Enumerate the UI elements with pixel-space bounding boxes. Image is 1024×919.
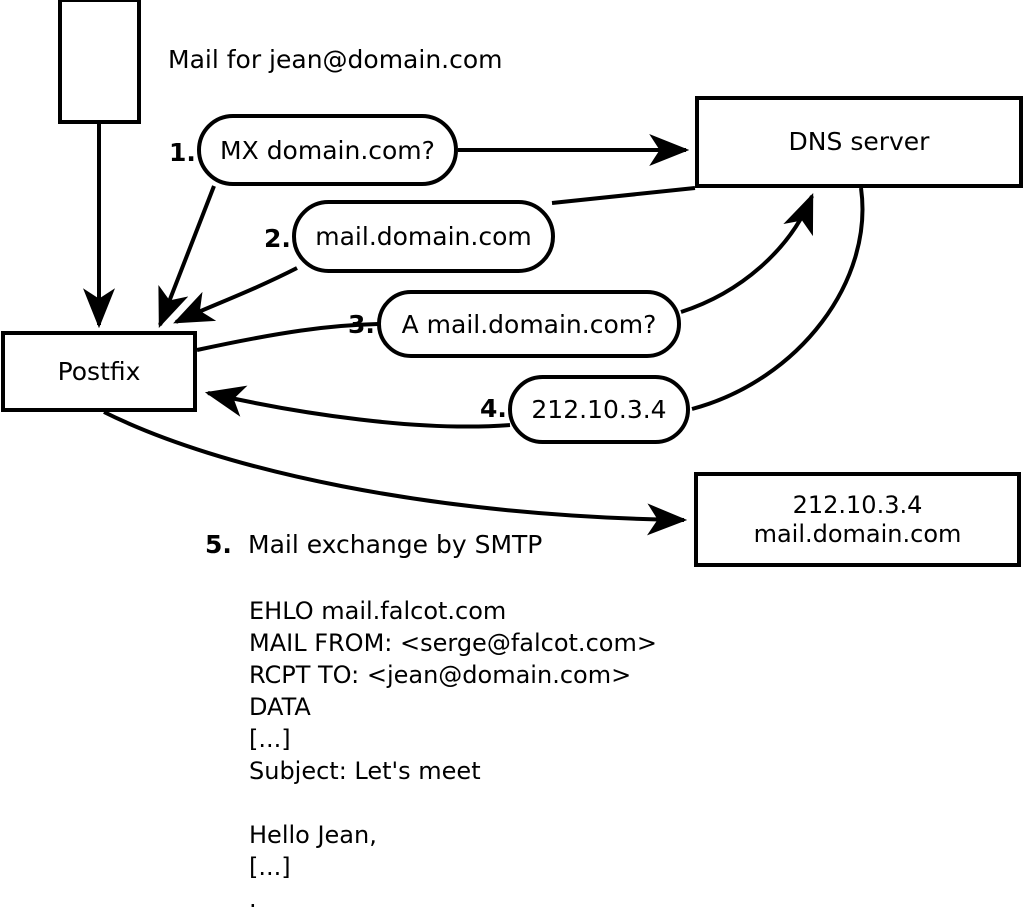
smtp-transcript-line: MAIL FROM: <serge@falcot.com> — [249, 629, 657, 657]
smtp-transcript-line: DATA — [249, 693, 311, 721]
node-dns-server[interactable]: DNS server — [695, 96, 1023, 188]
step-number-3: 3. — [348, 310, 375, 339]
message-bubble-mx-query-label: MX domain.com? — [220, 135, 435, 165]
smtp-transcript-line: [...] — [249, 725, 291, 753]
node-postfix-label: Postfix — [57, 356, 141, 386]
smtp-transcript-line: RCPT TO: <jean@domain.com> — [249, 661, 632, 689]
message-bubble-a-query-label: A mail.domain.com? — [401, 309, 657, 339]
node-dns-server-label: DNS server — [788, 127, 930, 157]
message-bubble-a-answer[interactable]: 212.10.3.4 — [508, 375, 690, 444]
step-number-1: 1. — [169, 138, 196, 167]
arrow-postfix-to-step3 — [196, 322, 379, 352]
message-bubble-mx-answer[interactable]: mail.domain.com — [292, 200, 555, 273]
arrow-step2-to-postfix — [173, 266, 298, 324]
arrow-dns-to-step4 — [691, 187, 865, 411]
node-client-mailbox[interactable] — [58, 0, 141, 124]
arrow-postfix-to-step1 — [158, 185, 216, 328]
message-bubble-mx-answer-label: mail.domain.com — [315, 222, 532, 251]
step-number-5: 5. — [205, 530, 232, 559]
step-5-label: Mail exchange by SMTP — [248, 530, 543, 559]
smtp-transcript-line: EHLO mail.falcot.com — [249, 597, 507, 625]
node-postfix[interactable]: Postfix — [1, 331, 197, 412]
message-bubble-a-answer-label: 212.10.3.4 — [531, 395, 667, 424]
smtp-transcript-line: . — [249, 885, 257, 913]
node-mail-server-hostname: mail.domain.com — [753, 519, 962, 548]
node-mail-server[interactable]: 212.10.3.4 mail.domain.com — [694, 472, 1021, 567]
message-bubble-a-query[interactable]: A mail.domain.com? — [377, 290, 681, 358]
smtp-transcript-line: Hello Jean, — [249, 821, 377, 849]
node-mail-server-ip: 212.10.3.4 — [792, 491, 923, 520]
node-mail-server-lines: 212.10.3.4 mail.domain.com — [754, 491, 962, 548]
step-number-2: 2. — [264, 224, 291, 253]
arrow-step3-to-dns — [680, 193, 814, 314]
arrow-postfix-to-mailserver — [103, 410, 688, 536]
smtp-transcript-line: Subject: Let's meet — [249, 757, 481, 785]
smtp-transcript-line: [...] — [249, 853, 291, 881]
step-number-4: 4. — [480, 394, 507, 423]
arrow-dns-to-step2 — [551, 186, 696, 205]
arrow-step4-to-postfix — [204, 385, 511, 429]
smtp-transcript-line — [249, 787, 657, 819]
message-bubble-mx-query[interactable]: MX domain.com? — [197, 114, 458, 186]
diagram-title-label: Mail for jean@domain.com — [168, 45, 503, 74]
